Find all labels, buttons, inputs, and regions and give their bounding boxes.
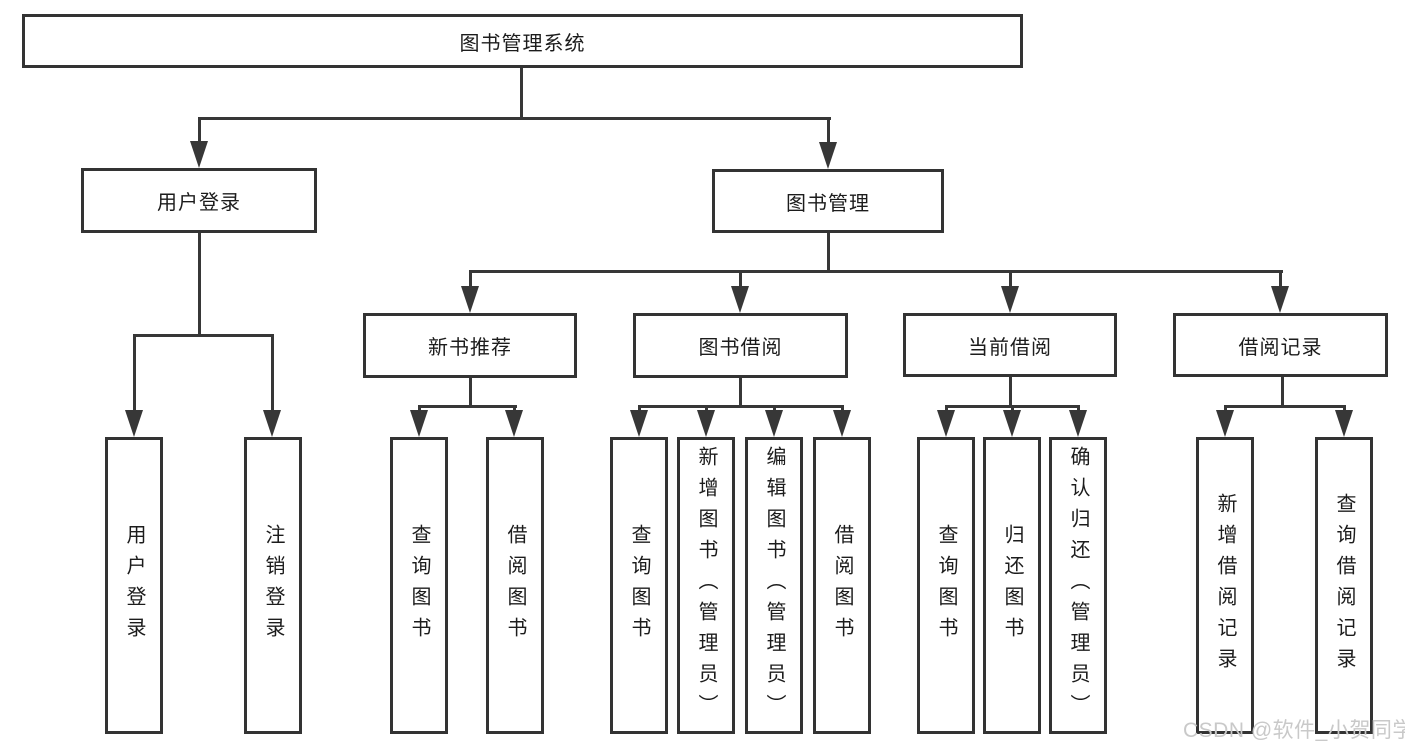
edge-g0-down (469, 378, 472, 408)
arrowhead-to-user-login-icon (190, 141, 208, 168)
node-borrow-records-label: 借阅记录 (1238, 336, 1323, 359)
node-borrow-records: 借阅记录 (1173, 313, 1388, 377)
edge-borrow-stem (739, 270, 742, 287)
arrowhead-to-borrow-icon (731, 286, 749, 313)
leaf-add-books-admin: 新增图书（管理员） (677, 437, 735, 734)
edge-g0-connector (418, 405, 517, 408)
leaf-query-books-borrow: 查询图书 (610, 437, 668, 734)
edge-root-stem (520, 68, 523, 118)
node-book-borrow-label: 图书借阅 (698, 337, 783, 359)
arrowhead-to-book-mgmt-icon (819, 142, 837, 169)
leaf-add-borrow-record-label: 新增借阅记录 (1214, 492, 1236, 679)
edge-level1-connector (198, 117, 831, 120)
leaf-query-borrow-record: 查询借阅记录 (1315, 437, 1373, 734)
arrowhead-g3-leaf0-icon (1216, 410, 1234, 437)
leaf-user-login: 用户登录 (105, 437, 163, 734)
arrowhead-g3-leaf1-icon (1335, 410, 1353, 437)
arrowhead-to-leaf-login-icon (125, 410, 143, 437)
arrowhead-to-current-icon (1001, 286, 1019, 313)
node-book-borrow: 图书借阅 (633, 313, 848, 378)
node-root: 图书管理系统 (22, 14, 1023, 68)
leaf-confirm-return-admin: 确认归还（管理员） (1049, 437, 1107, 734)
edge-g1-leaf2-stem (773, 405, 776, 412)
edge-g3-leaf1-stem (1343, 405, 1346, 412)
leaf-return-books-label: 归还图书 (1001, 523, 1023, 648)
leaf-borrow-books-label: 借阅图书 (831, 523, 853, 648)
leaf-query-books-recommend-label: 查询图书 (408, 523, 430, 648)
leaf-return-books: 归还图书 (983, 437, 1041, 734)
leaf-edit-books-admin: 编辑图书（管理员） (745, 437, 803, 734)
edge-book-mgmt-down (827, 233, 830, 273)
leaf-logout: 注销登录 (244, 437, 302, 734)
arrowhead-to-newbook-icon (461, 286, 479, 313)
leaf-confirm-return-admin-label: 确认归还（管理员） (1067, 446, 1089, 725)
edge-g3-connector (1224, 405, 1346, 408)
edge-g1-leaf3-stem (841, 405, 844, 412)
edge-g2-leaf2-stem (1077, 405, 1080, 412)
edge-g1-down (739, 378, 742, 408)
edge-g0-leaf0-stem (418, 405, 421, 412)
edge-leaf-login-stem (133, 334, 136, 411)
node-current-borrow: 当前借阅 (903, 313, 1117, 377)
edge-current-stem (1009, 270, 1012, 287)
leaf-query-borrow-record-label: 查询借阅记录 (1333, 492, 1355, 679)
edge-book-mgmt-stem (827, 117, 830, 144)
edge-user-login-connector (133, 334, 274, 337)
csdn-watermark: CSDN @软件_小贺同学 (1183, 719, 1405, 742)
arrowhead-g0-leaf0-icon (410, 410, 428, 437)
arrowhead-g1-leaf0-icon (630, 410, 648, 437)
arrowhead-g1-leaf2-icon (765, 410, 783, 437)
edge-g1-leaf1-stem (705, 405, 708, 412)
leaf-borrow-books-recommend: 借阅图书 (486, 437, 544, 734)
arrowhead-g2-leaf1-icon (1003, 410, 1021, 437)
edge-records-stem (1279, 270, 1282, 287)
leaf-user-login-label: 用户登录 (123, 523, 145, 648)
leaf-borrow-books-recommend-label: 借阅图书 (504, 523, 526, 648)
arrowhead-to-records-icon (1271, 286, 1289, 313)
leaf-query-books-current-label: 查询图书 (935, 523, 957, 648)
edge-g1-connector (638, 405, 844, 408)
edge-g0-leaf1-stem (513, 405, 516, 412)
edge-user-login-stem (198, 117, 201, 143)
arrowhead-g1-leaf1-icon (697, 410, 715, 437)
node-new-book-recommend: 新书推荐 (363, 313, 577, 378)
edge-newbook-stem (469, 270, 472, 287)
node-book-management: 图书管理 (712, 169, 944, 233)
node-new-book-recommend-label: 新书推荐 (428, 337, 512, 359)
arrowhead-g1-leaf3-icon (833, 410, 851, 437)
arrowhead-g2-leaf0-icon (937, 410, 955, 437)
edge-g2-down (1009, 377, 1012, 407)
node-user-login-label: 用户登录 (157, 192, 241, 214)
leaf-query-books-recommend: 查询图书 (390, 437, 448, 734)
edge-g3-leaf0-stem (1224, 405, 1227, 412)
leaf-edit-books-admin-label: 编辑图书（管理员） (763, 446, 785, 725)
leaf-query-books-current: 查询图书 (917, 437, 975, 734)
edge-g1-leaf0-stem (638, 405, 641, 412)
leaf-query-books-borrow-label: 查询图书 (628, 523, 650, 648)
edge-user-login-down (198, 233, 201, 334)
edge-leaf-logout-stem (271, 334, 274, 411)
leaf-borrow-books: 借阅图书 (813, 437, 871, 734)
edge-g3-down (1281, 377, 1284, 407)
node-root-label: 图书管理系统 (459, 32, 586, 55)
arrowhead-g0-leaf1-icon (505, 410, 523, 437)
arrowhead-to-leaf-logout-icon (263, 410, 281, 437)
leaf-add-books-admin-label: 新增图书（管理员） (695, 446, 717, 725)
node-user-login: 用户登录 (81, 168, 317, 233)
arrowhead-g2-leaf2-icon (1069, 410, 1087, 437)
node-book-management-label: 图书管理 (786, 192, 870, 215)
leaf-logout-label: 注销登录 (262, 523, 284, 648)
leaf-add-borrow-record: 新增借阅记录 (1196, 437, 1254, 734)
edge-g2-leaf0-stem (945, 405, 948, 412)
edge-level2-connector (469, 270, 1283, 273)
node-current-borrow-label: 当前借阅 (968, 336, 1052, 359)
edge-g2-leaf1-stem (1011, 405, 1014, 412)
